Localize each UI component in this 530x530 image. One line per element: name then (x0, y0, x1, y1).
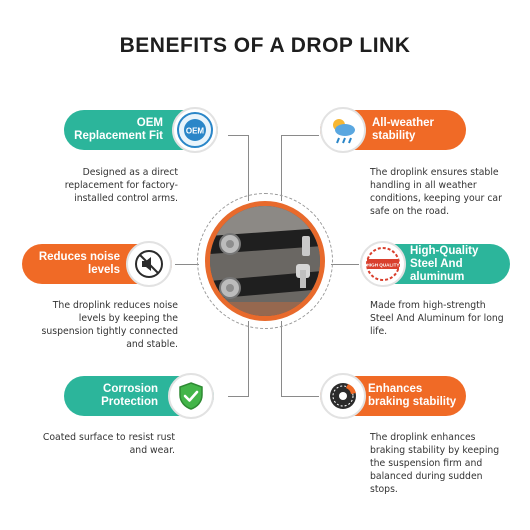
benefit-description: The droplink reduces noise levels by kee… (41, 300, 178, 350)
benefit-title: High-Quality Steel And aluminum (410, 244, 479, 283)
benefit-title: Enhances braking stability (368, 383, 457, 408)
connector-line (248, 135, 249, 201)
benefit-title: All-weather stability (372, 117, 434, 142)
benefit-noise-pill: Reduces noise levels (22, 241, 172, 287)
benefit-description: Designed as a direct replacement for fac… (64, 167, 178, 204)
shield-check-icon (168, 373, 214, 419)
quality-stamp-text: HIGH QUALITY (367, 263, 400, 268)
quality-stamp-icon: HIGH QUALITY (360, 241, 406, 287)
brake-disc-icon (320, 373, 366, 419)
benefit-title: Corrosion Protection (101, 383, 158, 408)
connector-line (228, 135, 249, 136)
benefit-weather-pill: All-weather stability (320, 107, 466, 153)
benefit-braking-pill: Enhances braking stability (320, 373, 466, 419)
connector-line (281, 135, 282, 201)
benefit-description: Made from high-strength Steel And Alumin… (370, 300, 504, 337)
oem-badge-text: OEM (186, 127, 205, 136)
benefit-description: Coated surface to resist rust and wear. (42, 432, 175, 456)
connector-line (248, 321, 249, 397)
benefit-quality-pill: HIGH QUALITY High-Quality Steel And alum… (360, 241, 510, 287)
product-image (205, 201, 325, 321)
benefit-description: The droplink ensures stable handling in … (370, 167, 502, 217)
connector-line (228, 396, 249, 397)
benefit-description: The droplink enhances braking stability … (370, 432, 500, 495)
oem-badge-icon: OEM (172, 107, 218, 153)
benefit-title: Reduces noise levels (38, 251, 120, 276)
connector-line (331, 264, 359, 265)
connector-line (281, 135, 319, 136)
connector-line (281, 396, 319, 397)
benefit-oem-pill: OEM Replacement Fit OEM (64, 107, 218, 153)
weather-icon (320, 107, 366, 153)
connector-line (281, 321, 282, 397)
connector-line (175, 264, 199, 265)
benefit-corrosion-pill: Corrosion Protection (64, 373, 214, 419)
product-image-frame (197, 193, 333, 329)
mute-icon (126, 241, 172, 287)
page-title: BENEFITS OF A DROP LINK (119, 34, 411, 57)
benefit-title: OEM Replacement Fit (74, 117, 163, 142)
